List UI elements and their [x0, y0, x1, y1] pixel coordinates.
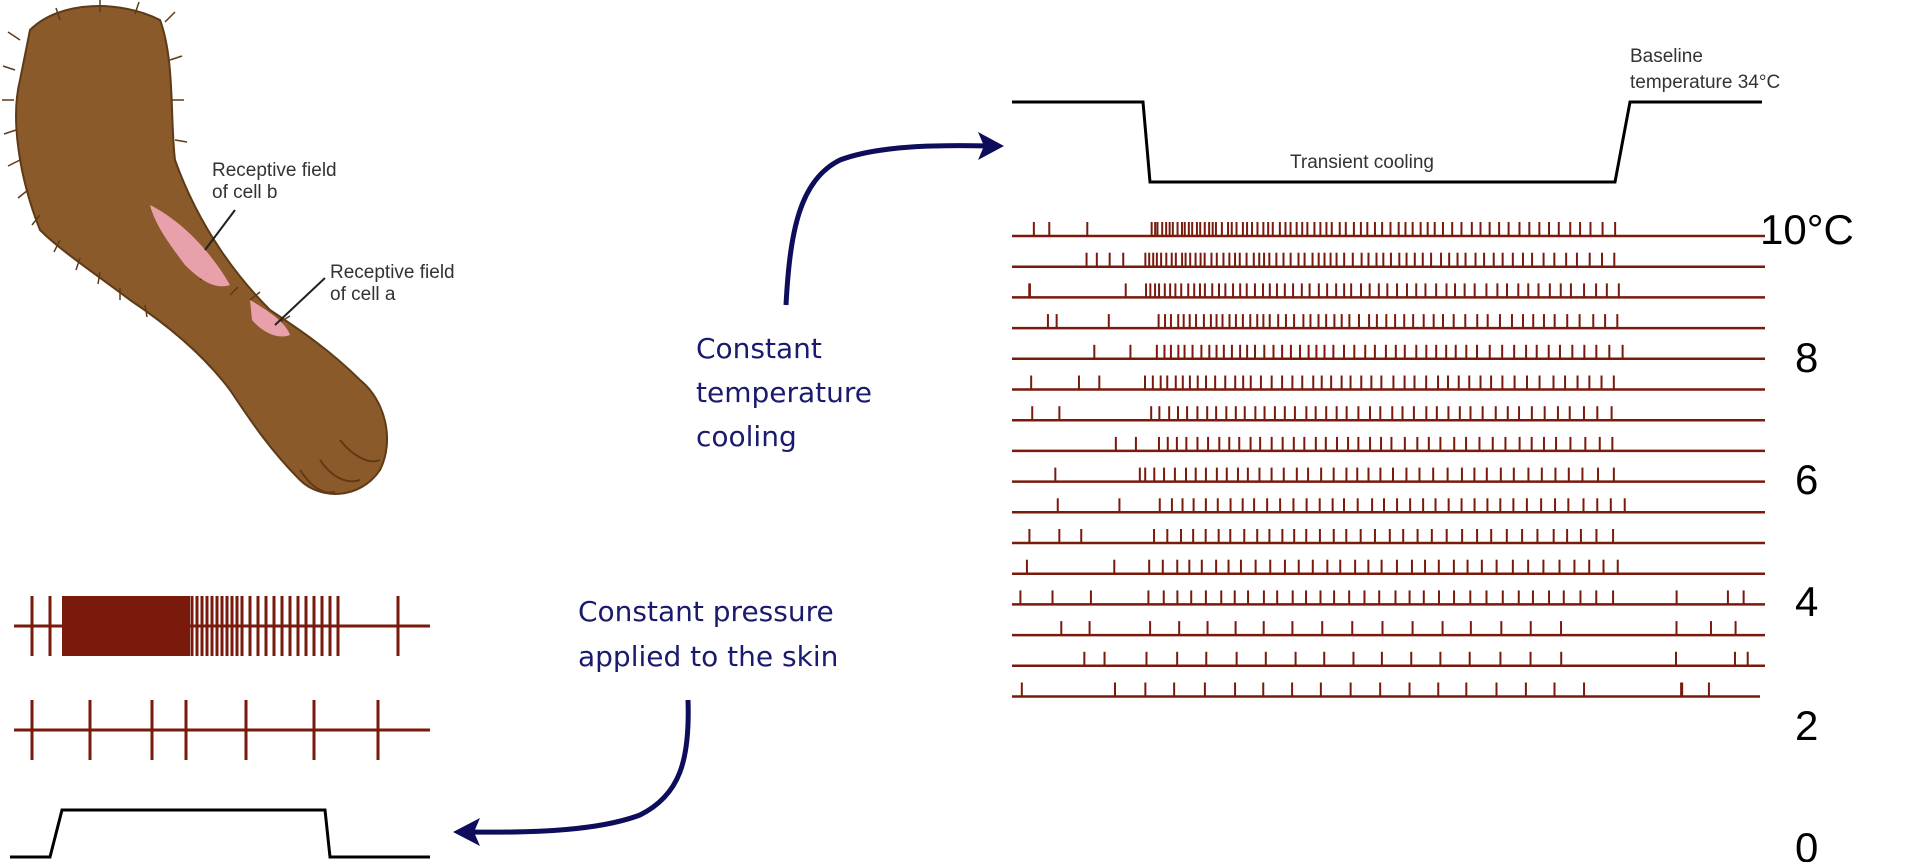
spike-train — [1012, 252, 1765, 268]
spike-train — [1012, 222, 1765, 238]
pressure-step-line — [10, 808, 430, 859]
arrowhead-pressure — [453, 818, 480, 846]
arrow-to-cooling-trace — [783, 143, 991, 306]
scale-label-6: 6 — [1795, 456, 1818, 503]
spike-train — [1012, 467, 1765, 483]
scale-label-10: 10°C — [1760, 206, 1854, 253]
spike-train — [1012, 375, 1765, 391]
spike-train — [1012, 436, 1765, 453]
spike-train — [1012, 314, 1765, 330]
leader-line-b — [204, 209, 236, 251]
fur-strokes — [2, 0, 291, 323]
scale-label-8: 8 — [1795, 334, 1818, 381]
label-cell-a-line2: of cell a — [330, 284, 396, 305]
spike-train — [1012, 406, 1765, 422]
scale-label-2: 2 — [1795, 702, 1818, 749]
leader-line-a — [274, 277, 326, 326]
spike-train — [1012, 529, 1765, 545]
temperature-step-line — [1012, 100, 1762, 184]
baseline-label-line1: Baseline — [1630, 46, 1703, 67]
spike-train — [1012, 559, 1765, 575]
spike-train-cell-a — [14, 700, 430, 760]
receptive-field-a — [250, 300, 290, 337]
spike-train — [1012, 344, 1765, 361]
label-cell-a-line1: Receptive field — [330, 262, 455, 283]
arrowhead-cooling — [978, 132, 1004, 160]
spike-train — [1012, 590, 1765, 606]
arrow-to-pressure-trace — [469, 699, 691, 835]
spike-train — [1012, 651, 1765, 668]
arm-illustration: Receptive field of cell b Receptive fiel… — [2, 0, 455, 495]
baseline-label-line2: temperature 34°C — [1630, 72, 1780, 93]
scale-label-4: 4 — [1795, 578, 1818, 625]
scale-label-0: 0 — [1795, 824, 1818, 862]
annotation-cooling-line3: cooling — [696, 420, 797, 453]
annotation-pressure-line1: Constant pressure — [578, 595, 834, 628]
annotation-pressure-line2: applied to the skin — [578, 640, 838, 673]
spike-train — [1012, 682, 1760, 698]
spike-train — [1012, 621, 1765, 637]
pressure-response-traces — [10, 596, 430, 859]
transient-cooling-label: Transient cooling — [1290, 152, 1434, 173]
spike-train-cell-b — [14, 596, 430, 656]
label-cell-b-line2: of cell b — [212, 182, 277, 203]
annotation-cooling-line1: Constant — [696, 332, 822, 365]
fingers — [299, 439, 381, 494]
temperature-trace: Baseline temperature 34°C Transient cool… — [1012, 46, 1780, 184]
receptive-field-b — [150, 205, 230, 287]
scale-labels: 10°C 8 6 4 2 0 — [1760, 206, 1854, 867]
spike-burst — [62, 596, 190, 656]
spike-train — [1012, 498, 1765, 514]
annotation-cooling-line2: temperature — [696, 376, 872, 409]
spike-train — [1012, 283, 1765, 299]
cooling-response-traces — [1012, 222, 1765, 698]
label-cell-b-line1: Receptive field — [212, 160, 337, 181]
arrows — [453, 132, 1004, 846]
